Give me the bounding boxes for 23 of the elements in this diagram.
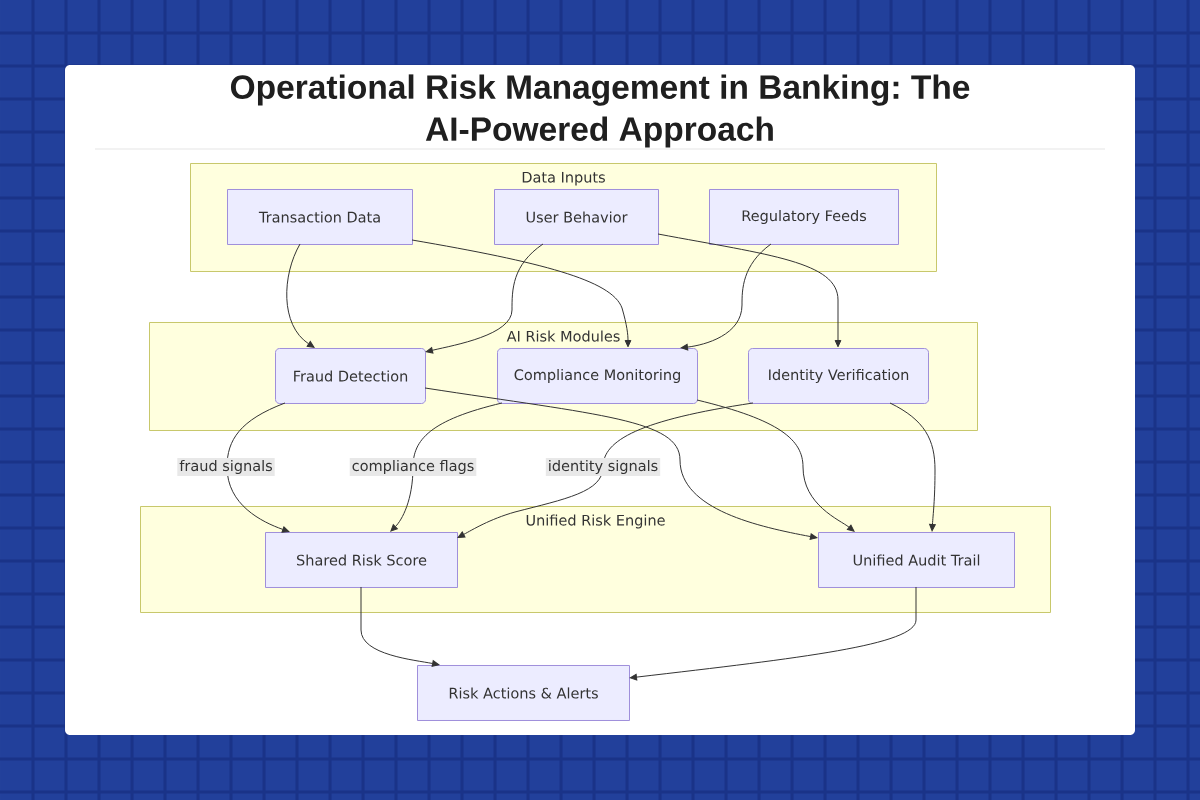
process-box: Transaction Data bbox=[227, 189, 413, 245]
arrow bbox=[889, 402, 936, 532]
arrow bbox=[411, 239, 632, 348]
process-box: Identity Verification bbox=[748, 348, 929, 404]
arrow bbox=[286, 243, 315, 348]
process-box: Unified Audit Trail bbox=[818, 532, 1015, 588]
arrow bbox=[390, 402, 503, 532]
arrow bbox=[629, 586, 917, 681]
arrow bbox=[226, 402, 290, 533]
arrow bbox=[680, 243, 772, 351]
arrow bbox=[360, 586, 440, 667]
process-box: Compliance Monitoring bbox=[497, 348, 698, 404]
arrow bbox=[696, 399, 855, 532]
process-box: Regulatory Feeds bbox=[709, 189, 899, 245]
arrow bbox=[457, 402, 754, 538]
title: Operational Risk Management in Banking: The AI-Powered Approach bbox=[230, 74, 970, 148]
arrow bbox=[424, 387, 818, 540]
process-box: Risk Actions & Alerts bbox=[417, 665, 630, 721]
process-box: Shared Risk Score bbox=[265, 532, 458, 588]
arrow bbox=[425, 243, 544, 354]
arrow bbox=[657, 233, 842, 348]
process-box: User Behavior bbox=[494, 189, 659, 245]
process-box: Fraud Detection bbox=[275, 348, 426, 404]
